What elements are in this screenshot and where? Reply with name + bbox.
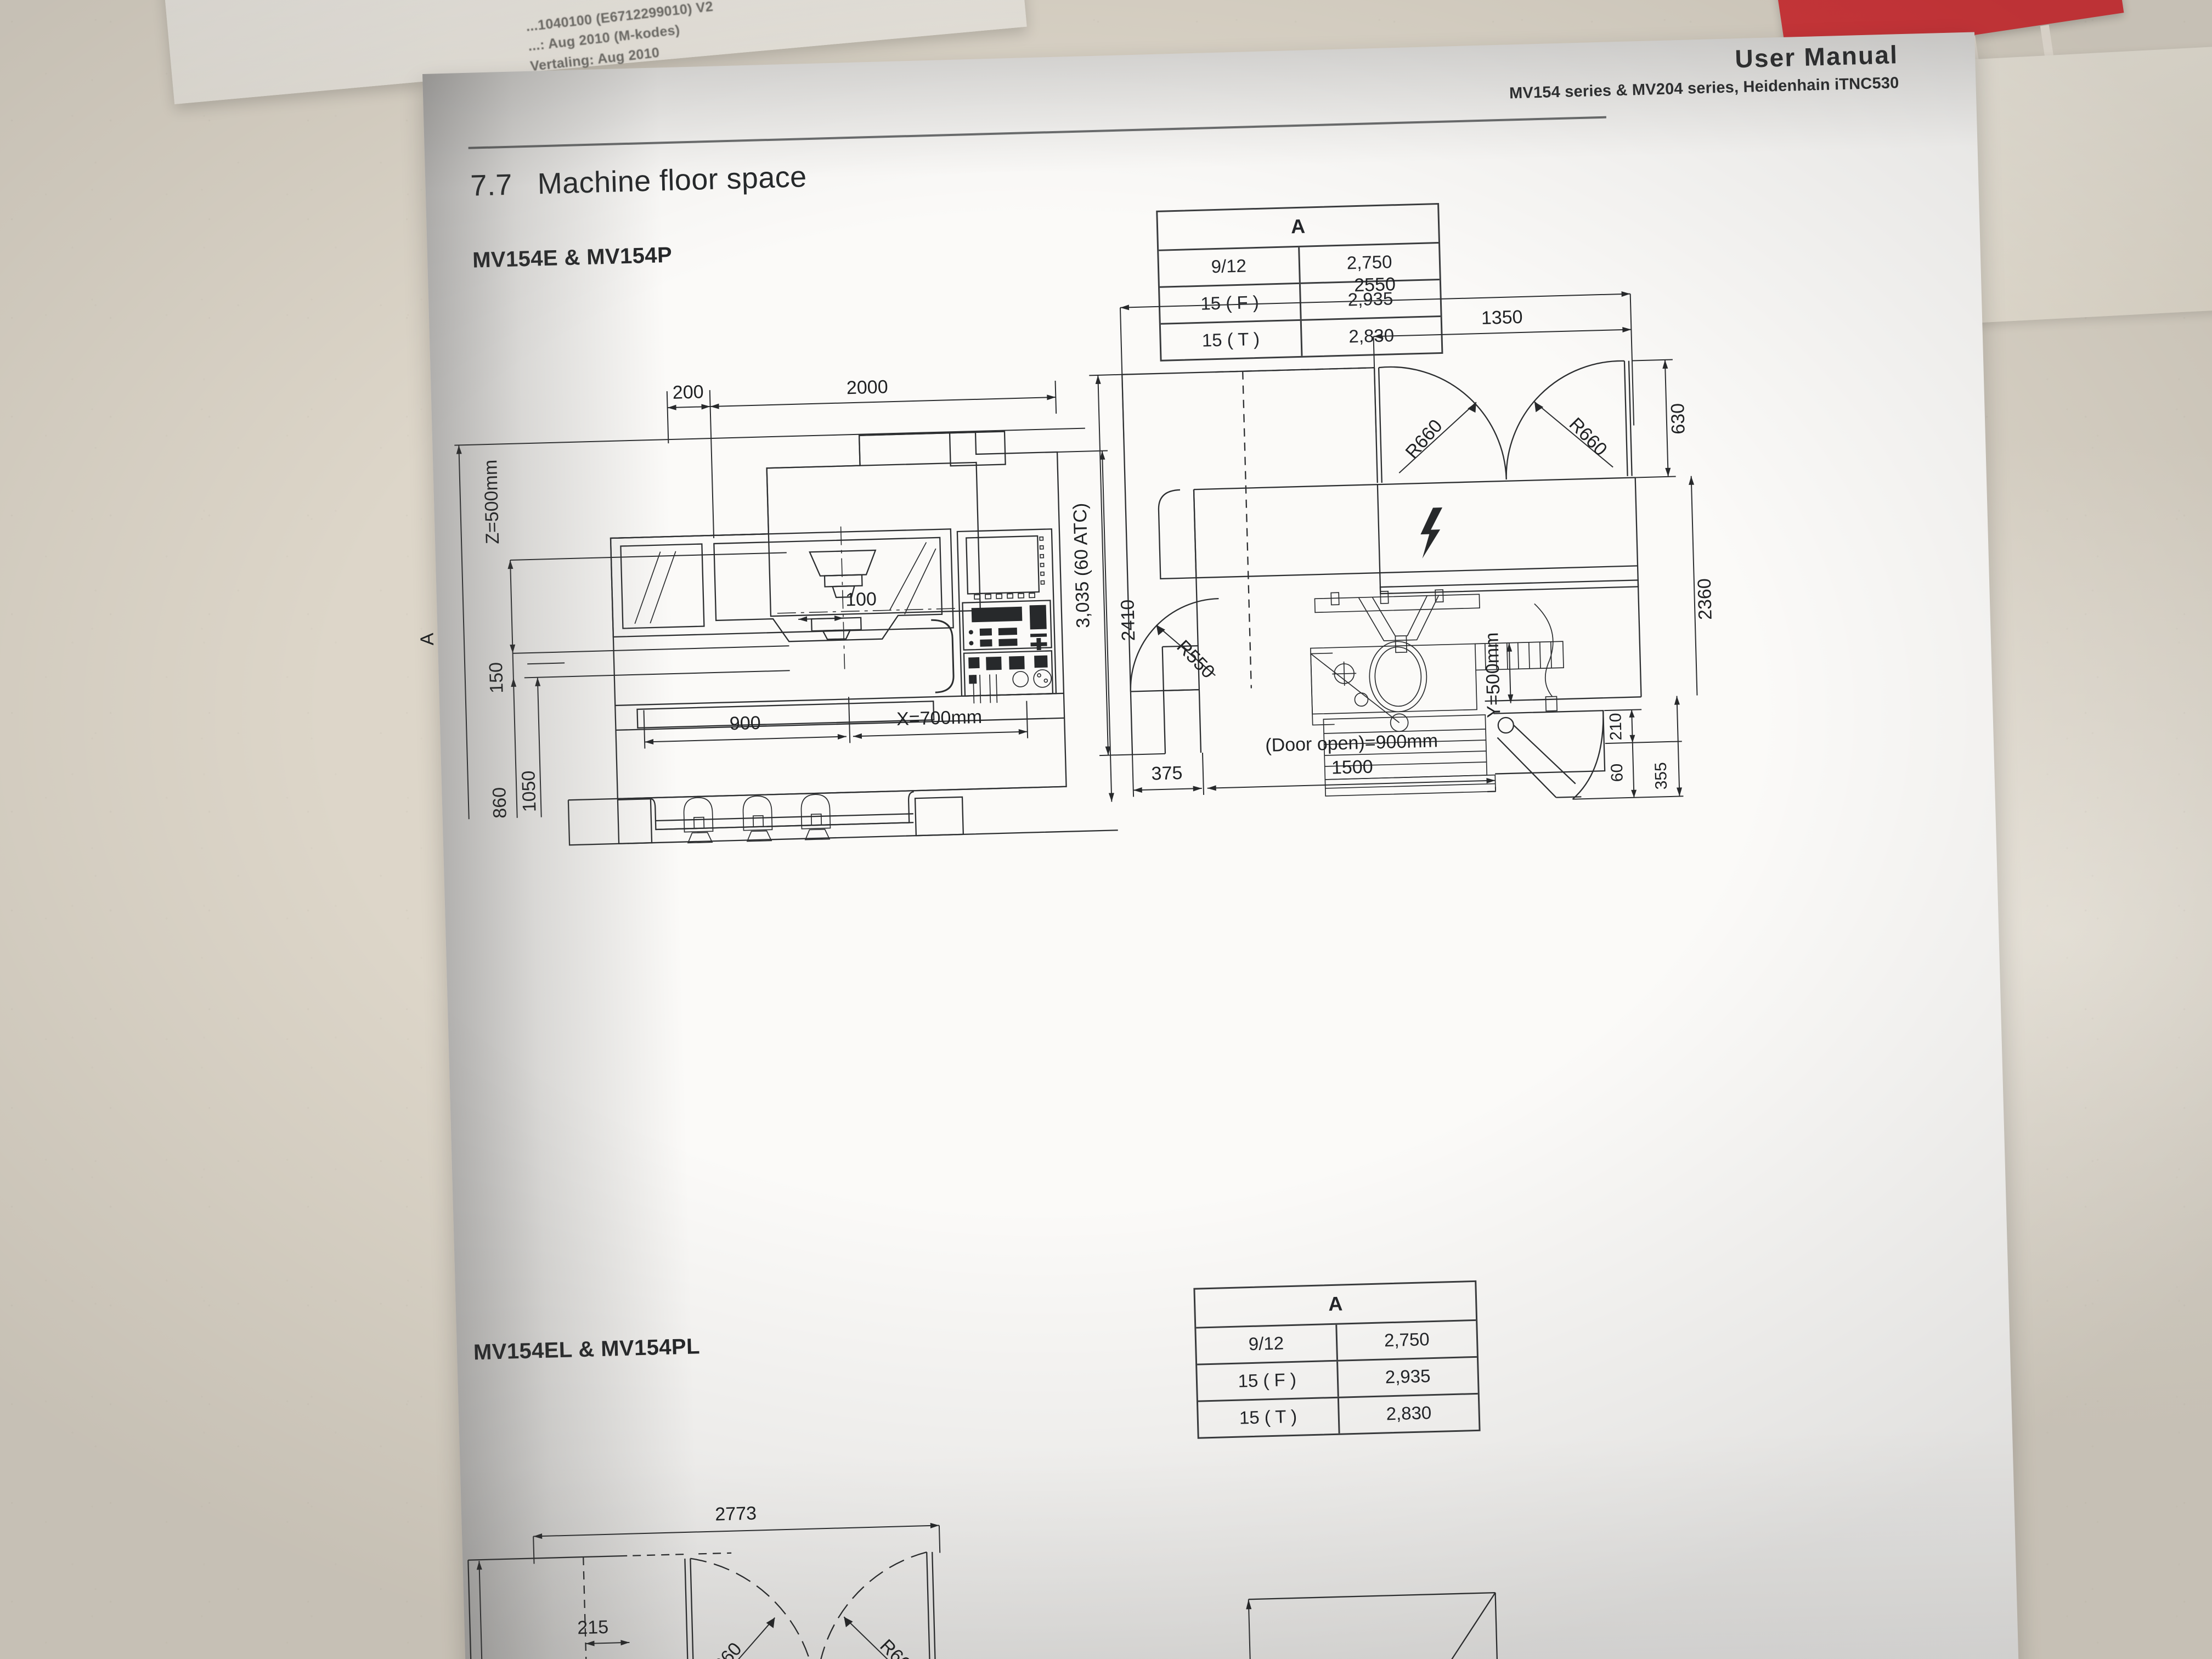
cell-value: 2,935 (1385, 1365, 1431, 1387)
radius-R660-right: R660 (1565, 414, 1611, 460)
table-header-row: A (1195, 1282, 1476, 1327)
subsection-label-1: MV154E & MV154P (472, 242, 673, 273)
manual-page: User Manual MV154 series & MV204 series,… (417, 32, 2020, 1659)
dim-A: A (417, 633, 438, 646)
electrical-hazard-icon (1420, 507, 1443, 559)
front-view-drawing: 200 2000 A 2410 (417, 376, 1139, 846)
manual-subtitle: MV154 series & MV204 series, Heidenhain … (1509, 74, 1899, 103)
dim-1350: 1350 (1481, 307, 1523, 329)
dim-Y: Y=500mm (1481, 632, 1504, 718)
dim-355: 355 (1652, 762, 1671, 790)
top-view-drawing: 2550 1350 630 (1070, 274, 1716, 800)
table-row: 15 ( F ) 2,935 (1197, 1356, 1478, 1401)
dim-1500: 1500 (1331, 757, 1373, 778)
cell-spindle: 15 ( F ) (1197, 1361, 1339, 1401)
table-A-top-header: A (1290, 215, 1306, 238)
table-A-bottom: A 9/12 2,750 15 ( F ) 2,935 15 ( T ) 2,8… (1193, 1280, 1481, 1439)
table-header-row: A (1158, 205, 1438, 250)
dim-60: 60 (1608, 763, 1627, 782)
bottom-view-drawing: 2773 (467, 1503, 941, 1659)
dim-375: 375 (1151, 763, 1183, 785)
dim-2000: 2000 (846, 376, 888, 398)
dim-1050: 1050 (518, 770, 540, 812)
subsection-label-2: MV154EL & MV154PL (473, 1334, 701, 1365)
dim-200: 200 (672, 381, 704, 403)
dim-2550: 2550 (1354, 274, 1396, 296)
dim-900: 900 (729, 713, 761, 735)
dim-2773: 2773 (715, 1503, 757, 1525)
dim-630: 630 (1667, 403, 1689, 435)
dim-Z: Z=500mm (480, 459, 503, 544)
dim-door-open: (Door open)=900mm (1265, 730, 1438, 755)
dim-3035: 3,035 (60 ATC) (1070, 503, 1094, 628)
dim-100: 100 (845, 589, 877, 611)
dim-215: 215 (577, 1617, 609, 1639)
dim-210: 210 (1606, 713, 1625, 741)
radius-R660-left: R660 (1401, 415, 1446, 462)
section-number: 7.7 (470, 168, 513, 202)
bottom-right-partial-drawing (1246, 1592, 1498, 1659)
cell-value: 2,750 (1384, 1329, 1430, 1351)
table-row: 9/12 2,750 (1196, 1319, 1477, 1364)
radius-R550: R550 (1172, 636, 1218, 682)
page-header: User Manual MV154 series & MV204 series,… (1508, 40, 1899, 103)
section-title: Machine floor space (537, 160, 808, 201)
header-rule (468, 116, 1606, 149)
manual-title: User Manual (1734, 40, 1899, 74)
table-row: 15 ( T ) 2,830 (1198, 1392, 1479, 1437)
dim-X: X=700mm (896, 707, 983, 730)
dim-150: 150 (486, 662, 507, 694)
cell-spindle: 15 ( T ) (1198, 1398, 1340, 1437)
cell-spindle: 9/12 (1196, 1324, 1338, 1364)
section-heading: 7.7 Machine floor space (470, 160, 808, 203)
table-A-bottom-header: A (1328, 1292, 1343, 1316)
dim-2360: 2360 (1694, 578, 1716, 620)
radius-R660-left-bottom: R660 (701, 1639, 746, 1659)
dim-860: 860 (489, 787, 511, 819)
radius-R660-right-bottom: R660 (876, 1635, 922, 1659)
cell-value: 2,830 (1386, 1402, 1432, 1424)
